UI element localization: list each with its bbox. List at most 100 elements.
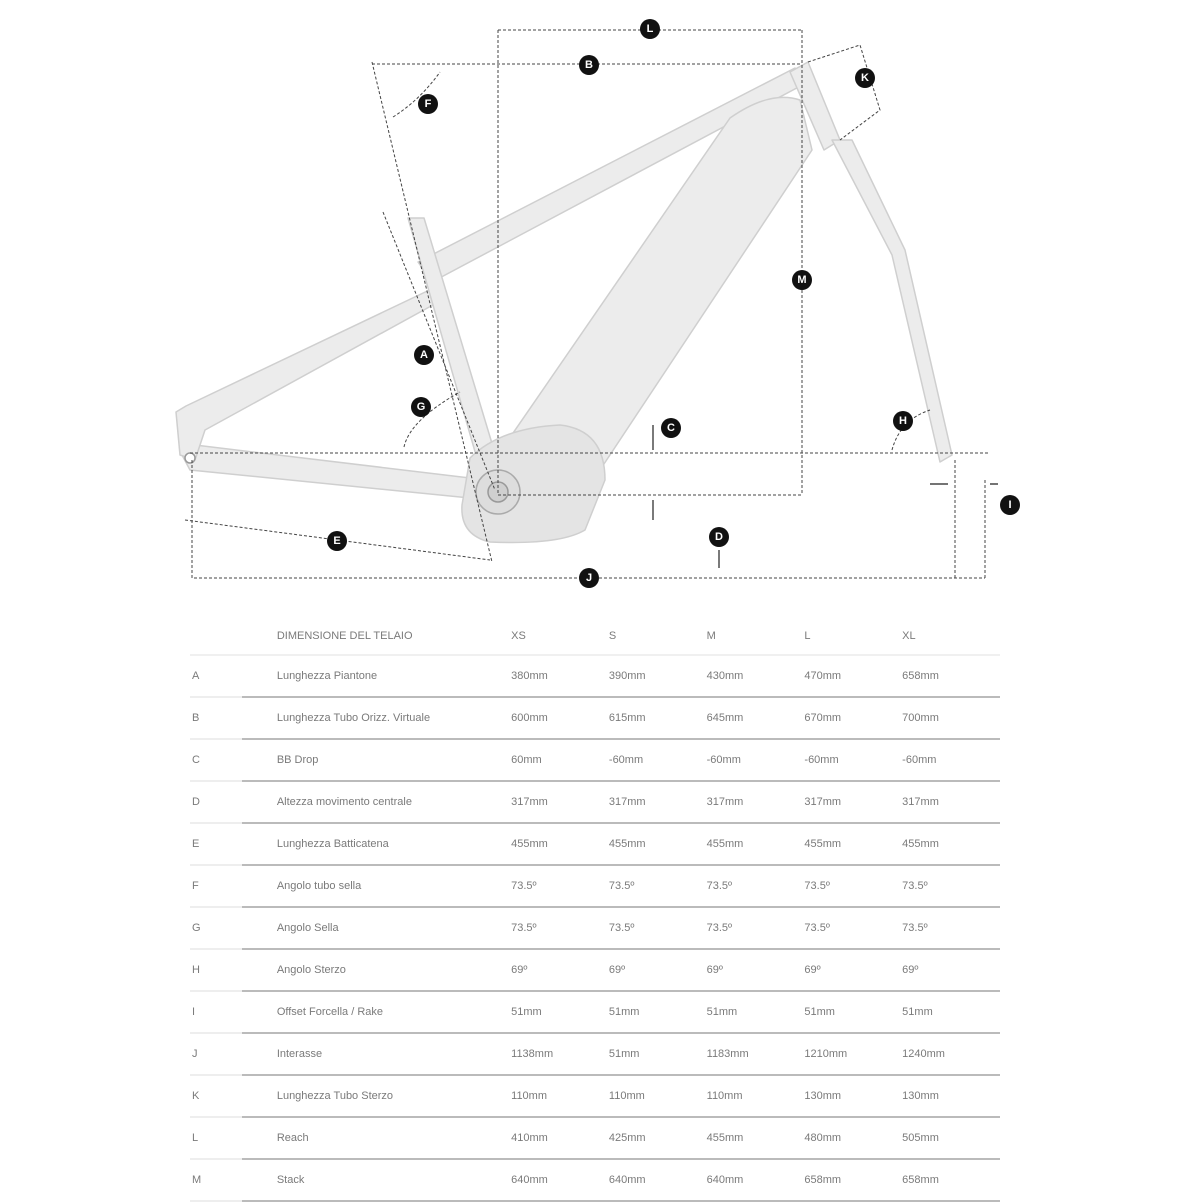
header-size: L	[804, 618, 903, 656]
row-value: 73.5º	[706, 866, 805, 908]
label-E: E	[327, 531, 347, 551]
row-name: Lunghezza Batticatena	[241, 824, 512, 866]
label-B: B	[579, 55, 599, 75]
row-value: 69º	[511, 950, 609, 992]
row-value: 69º	[804, 950, 903, 992]
row-key: M	[190, 1160, 242, 1202]
row-key: E	[190, 824, 242, 866]
label-F: F	[418, 94, 438, 114]
row-name: Lunghezza Piantone	[241, 656, 512, 698]
label-A: A	[414, 345, 434, 365]
row-value: 51mm	[706, 992, 805, 1034]
row-name: Lunghezza Tubo Orizz. Virtuale	[241, 698, 512, 740]
seat-stay	[175, 284, 443, 461]
row-name: Reach	[241, 1118, 512, 1160]
row-value: 640mm	[511, 1160, 609, 1202]
row-value: 73.5º	[608, 908, 707, 950]
row-key: I	[190, 992, 242, 1034]
row-value: 425mm	[608, 1118, 707, 1160]
row-key: L	[190, 1118, 242, 1160]
label-L: L	[640, 19, 660, 39]
row-value: 615mm	[608, 698, 707, 740]
row-name: Stack	[241, 1160, 512, 1202]
row-value: 73.5º	[511, 908, 609, 950]
header-title: DIMENSIONE DEL TELAIO	[241, 618, 512, 656]
row-value: 110mm	[608, 1076, 707, 1118]
row-value: 317mm	[804, 782, 903, 824]
row-value: 73.5º	[706, 908, 805, 950]
row-value: 640mm	[706, 1160, 805, 1202]
row-value: 640mm	[608, 1160, 707, 1202]
row-name: Angolo Sella	[241, 908, 512, 950]
row-name: BB Drop	[241, 740, 512, 782]
dimension-arrows	[652, 425, 998, 568]
row-value: 73.5º	[804, 908, 903, 950]
row-key: B	[190, 698, 242, 740]
row-value: 73.5º	[608, 866, 707, 908]
row-key: J	[190, 1034, 242, 1076]
row-value: 51mm	[511, 992, 609, 1034]
row-value: 317mm	[511, 782, 609, 824]
row-value: 51mm	[902, 992, 1000, 1034]
row-key: D	[190, 782, 242, 824]
row-value: 1138mm	[511, 1034, 609, 1076]
row-value: 73.5º	[902, 908, 1000, 950]
row-value: 455mm	[706, 824, 805, 866]
row-value: 658mm	[902, 1160, 1000, 1202]
row-value: 1183mm	[706, 1034, 805, 1076]
row-value: 60mm	[511, 740, 609, 782]
row-value: 455mm	[511, 824, 609, 866]
row-key: G	[190, 908, 242, 950]
header-size: XS	[511, 618, 609, 656]
label-J: J	[579, 568, 599, 588]
row-value: 110mm	[511, 1076, 609, 1118]
label-C: C	[661, 418, 681, 438]
row-value: 390mm	[608, 656, 707, 698]
row-value: 73.5º	[511, 866, 609, 908]
row-value: 410mm	[511, 1118, 609, 1160]
label-H: H	[893, 411, 913, 431]
row-key: H	[190, 950, 242, 992]
row-value: 670mm	[804, 698, 903, 740]
row-value: 69º	[608, 950, 707, 992]
row-value: 317mm	[608, 782, 707, 824]
table-header: DIMENSIONE DEL TELAIO XS S M L XL	[190, 618, 1000, 656]
row-value: 73.5º	[902, 866, 1000, 908]
row-value: 51mm	[608, 992, 707, 1034]
row-value: 645mm	[706, 698, 805, 740]
row-value: 700mm	[902, 698, 1000, 740]
row-key: C	[190, 740, 242, 782]
row-value: 130mm	[804, 1076, 903, 1118]
frame	[175, 61, 953, 544]
row-name: Angolo tubo sella	[241, 866, 512, 908]
row-value: 505mm	[902, 1118, 1000, 1160]
row-key: K	[190, 1076, 242, 1118]
row-value: 1240mm	[902, 1034, 1000, 1076]
dimension-lines	[184, 29, 990, 579]
row-value: -60mm	[608, 740, 707, 782]
row-value: 380mm	[511, 656, 609, 698]
header-size: M	[706, 618, 805, 656]
row-value: 658mm	[902, 656, 1000, 698]
row-value: 317mm	[706, 782, 805, 824]
down-tube	[499, 96, 813, 471]
row-value: 600mm	[511, 698, 609, 740]
row-value: 658mm	[804, 1160, 903, 1202]
row-value: -60mm	[804, 740, 903, 782]
row-value: 73.5º	[804, 866, 903, 908]
row-value: 455mm	[804, 824, 903, 866]
row-value: -60mm	[902, 740, 1000, 782]
row-value: 51mm	[804, 992, 903, 1034]
row-value: 430mm	[706, 656, 805, 698]
